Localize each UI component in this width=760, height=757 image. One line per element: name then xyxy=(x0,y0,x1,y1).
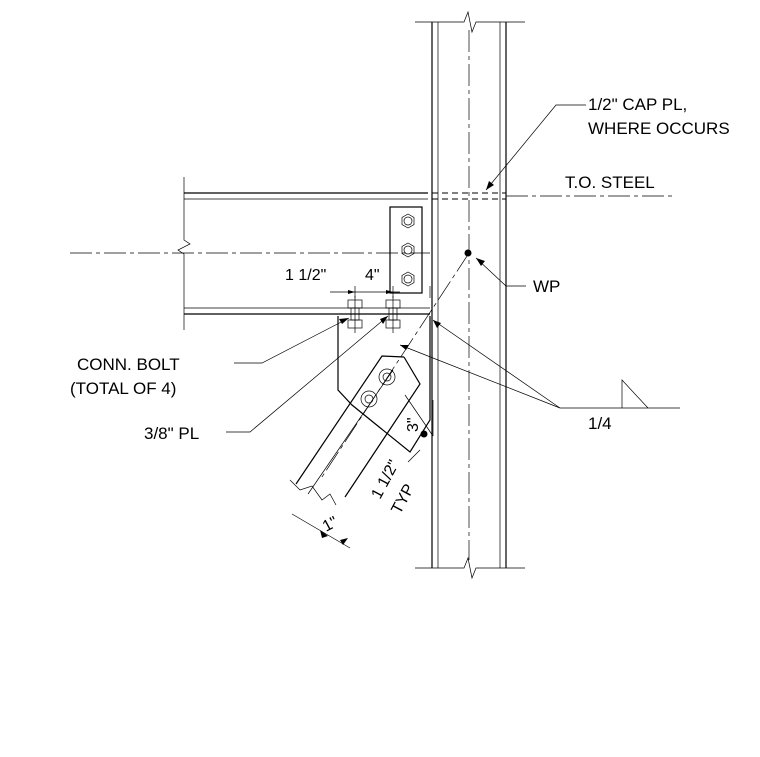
gusset-plate xyxy=(337,316,431,453)
edge-distance-dim: 1 1/2" xyxy=(285,267,326,284)
conn-bolt-label: CONN. BOLT xyxy=(77,355,180,374)
dimension-lines xyxy=(291,286,434,549)
bolt-icon xyxy=(401,271,415,287)
cap-plate-label: 1/2" CAP PL, xyxy=(588,95,687,114)
bolt-icon xyxy=(401,213,415,229)
total-bolts-label: (TOTAL OF 4) xyxy=(70,379,176,398)
typ-label: TYP xyxy=(389,481,419,516)
column xyxy=(415,10,525,580)
bolt-icon xyxy=(360,390,378,408)
work-point-label: WP xyxy=(533,277,560,296)
brace-edge-small-dim: 1" xyxy=(320,514,341,536)
shear-tab-bolts xyxy=(401,213,415,287)
cap-plate xyxy=(432,192,506,200)
plate-label: 3/8" PL xyxy=(144,424,199,443)
weld-size-label: 1/4 xyxy=(588,414,612,433)
brace xyxy=(289,252,470,506)
where-occurs-label: WHERE OCCURS xyxy=(588,119,730,138)
bolt-icon xyxy=(401,242,415,258)
bolt-icon xyxy=(378,368,396,386)
top-of-steel-label: T.O. STEEL xyxy=(565,173,655,192)
shear-tab xyxy=(389,206,423,294)
beam xyxy=(70,177,430,330)
brace-gauge-marker xyxy=(420,430,428,438)
connection-bolts xyxy=(347,296,401,333)
bolt-spacing-dim: 4" xyxy=(365,267,380,284)
bolt-icon xyxy=(385,296,401,333)
work-point-marker xyxy=(464,249,472,257)
bolt-icon xyxy=(347,296,363,333)
brace-gauge-dim: 3" xyxy=(405,417,422,432)
leader-lines xyxy=(226,104,680,433)
